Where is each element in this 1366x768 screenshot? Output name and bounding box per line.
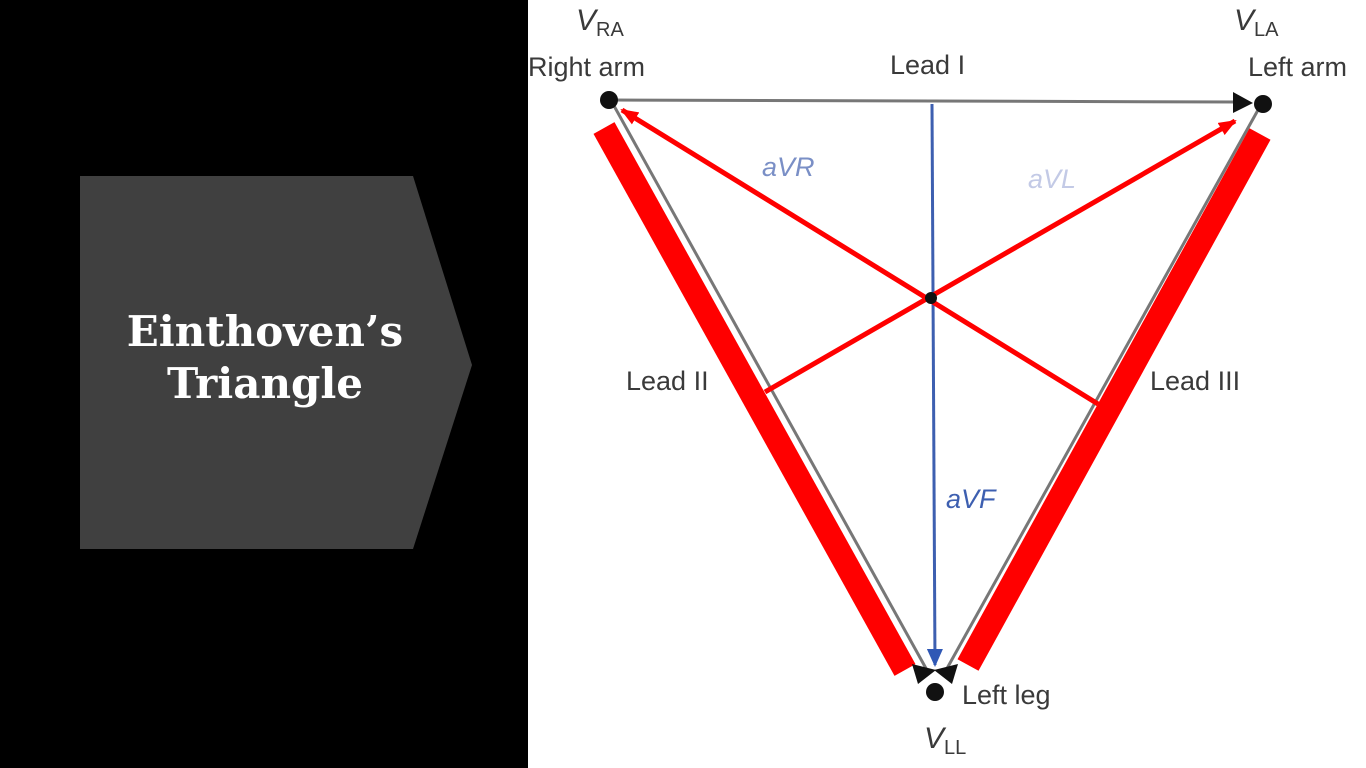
v-ll-label: VLL: [924, 722, 967, 759]
v-ra-label: VRA: [576, 4, 624, 41]
title-chevron-shape: Einthoven’s Triangle: [80, 176, 473, 549]
lead-i-label: Lead I: [890, 50, 966, 80]
left-leg-label: Left leg: [962, 680, 1051, 710]
v-la-label: VLA: [1234, 4, 1279, 41]
left-leg-electrode-icon: [926, 683, 944, 701]
lead-ii-band: [593, 122, 916, 676]
right-arm-electrode-icon: [600, 91, 618, 109]
slide-title: Einthoven’s Triangle: [80, 306, 450, 410]
lead-ii-arrowhead-icon: [912, 664, 936, 684]
lead-iii-arrowhead-icon: [934, 664, 958, 684]
avf-line: [926, 103, 943, 667]
triangle-drawing: [593, 91, 1272, 701]
avr-arrow: [620, 107, 1100, 407]
title-panel: Einthoven’s Triangle: [0, 0, 528, 768]
left-arm-label: Left arm: [1248, 52, 1348, 82]
einthoven-diagram: VRA Right arm VLA Left arm Left leg VLL …: [528, 0, 1366, 768]
title-line-2: Triangle: [166, 359, 364, 408]
left-arm-electrode-icon: [1254, 95, 1272, 113]
title-line-1: Einthoven’s: [126, 307, 404, 356]
avf-label: aVF: [946, 484, 996, 514]
lead-ii-label: Lead II: [626, 366, 709, 396]
avr-label: aVR: [762, 152, 815, 182]
lead-iii-thin-line: [943, 109, 1260, 673]
lead-i-line: [611, 92, 1253, 113]
right-arm-label: Right arm: [528, 52, 646, 82]
lead-iii-band: [957, 128, 1271, 671]
avl-arrow: [763, 118, 1237, 395]
chevron-shape-icon: [80, 176, 472, 549]
lead-iii-label: Lead III: [1150, 366, 1241, 396]
avl-label: aVL: [1028, 164, 1077, 194]
center-node-icon: [925, 292, 937, 304]
